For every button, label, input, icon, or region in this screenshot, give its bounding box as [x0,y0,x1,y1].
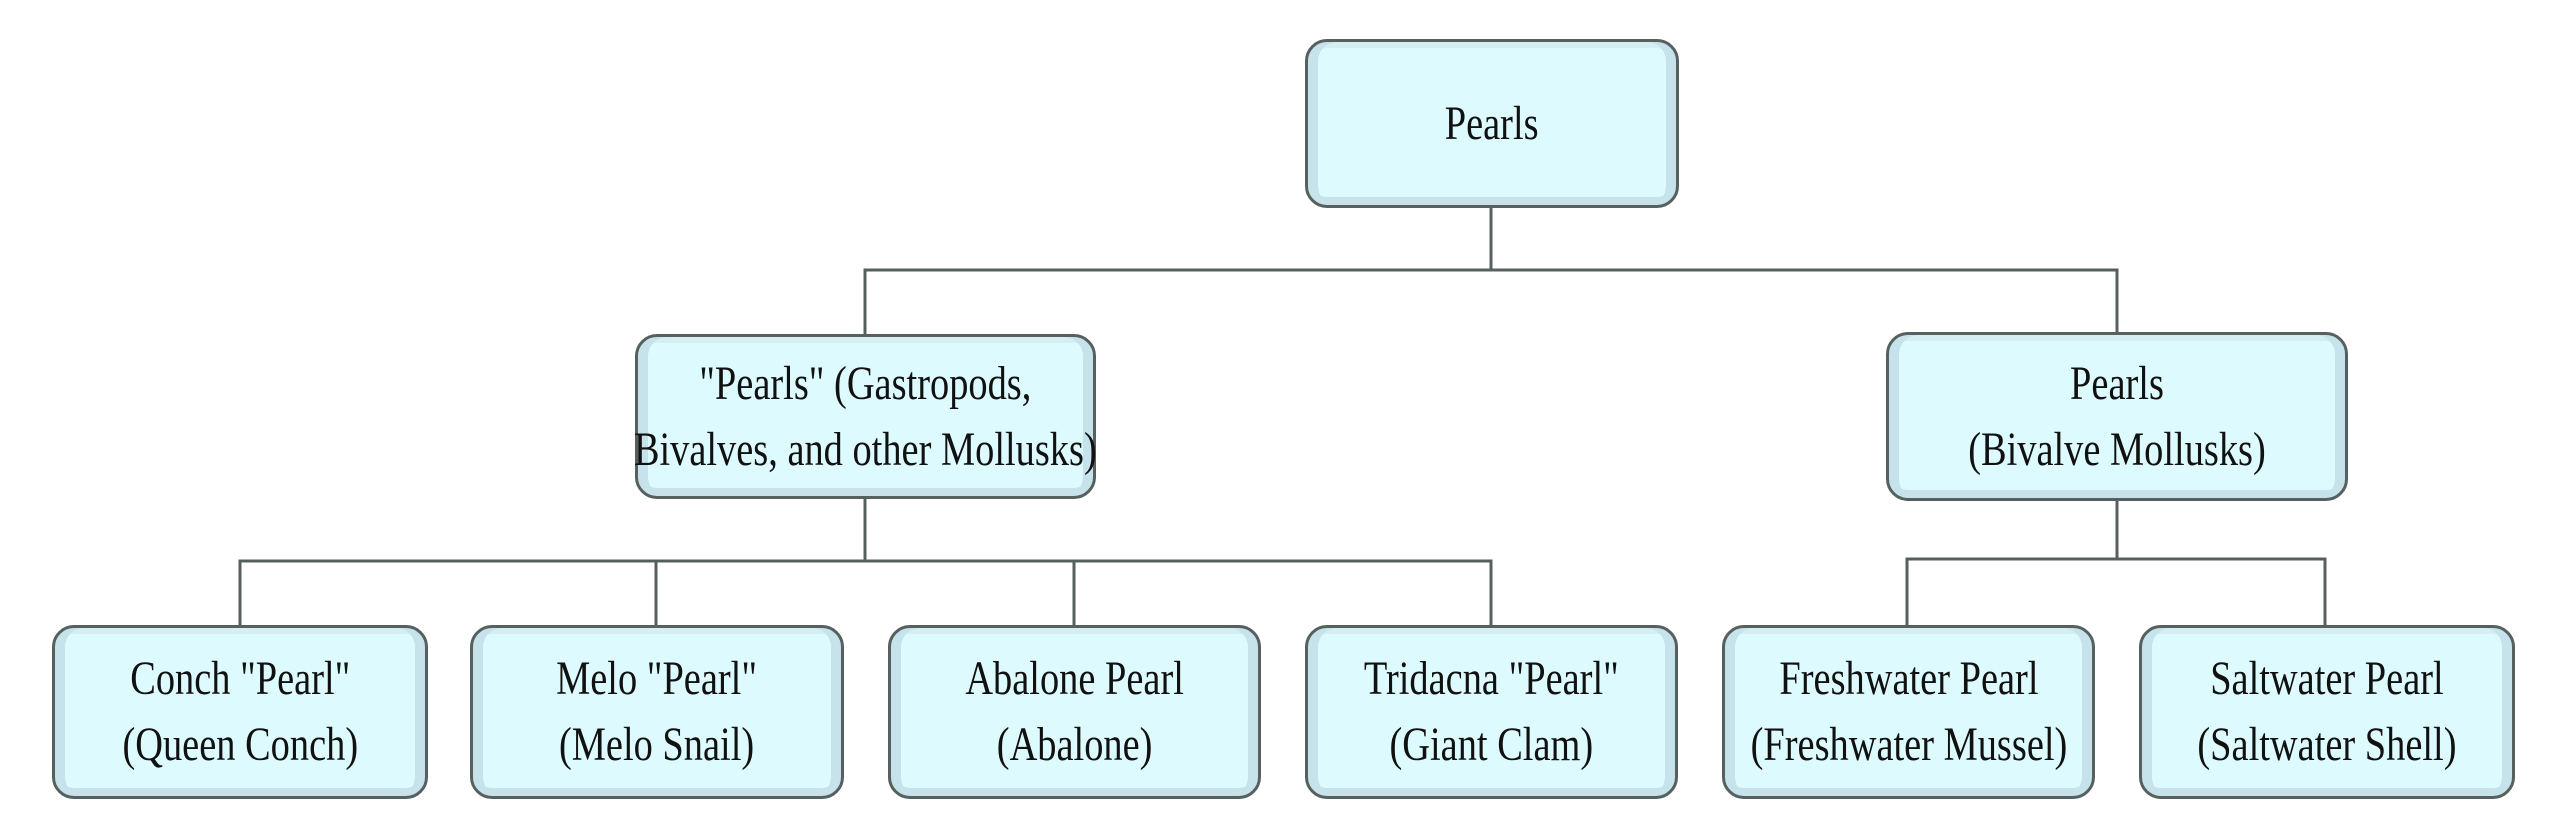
node-label: Saltwater Pearl (Saltwater Shell) [2197,652,2457,771]
node-label: Abalone Pearl (Abalone) [965,652,1184,771]
node-label: Pearls (Bivalve Mollusks) [1968,356,2266,476]
node-label: Freshwater Pearl (Freshwater Mussel) [1750,652,2067,771]
node-conch-pearl[interactable]: Conch "Pearl" (Queen Conch) [52,625,428,799]
node-bivalve-pearls[interactable]: Pearls (Bivalve Mollusks) [1886,332,2348,501]
node-saltwater-pearl[interactable]: Saltwater Pearl (Saltwater Shell) [2139,625,2515,799]
node-gastropod-pearls[interactable]: "Pearls" (Gastropods, Bivalves, and othe… [634,334,1097,499]
node-tridacna-pearl[interactable]: Tridacna "Pearl" (Giant Clam) [1305,625,1678,799]
node-pearls-root[interactable]: Pearls [1305,39,1679,208]
node-melo-pearl[interactable]: Melo "Pearl" (Melo Snail) [470,625,844,799]
node-label: Conch "Pearl" (Queen Conch) [122,652,358,771]
node-label: Melo "Pearl" (Melo Snail) [556,652,758,771]
node-label: "Pearls" (Gastropods, Bivalves, and othe… [634,356,1097,476]
node-label: Tridacna "Pearl" (Giant Clam) [1364,652,1619,771]
node-freshwater-pearl[interactable]: Freshwater Pearl (Freshwater Mussel) [1722,625,2095,799]
node-label: Pearls [1445,96,1539,150]
node-abalone-pearl[interactable]: Abalone Pearl (Abalone) [888,625,1261,799]
